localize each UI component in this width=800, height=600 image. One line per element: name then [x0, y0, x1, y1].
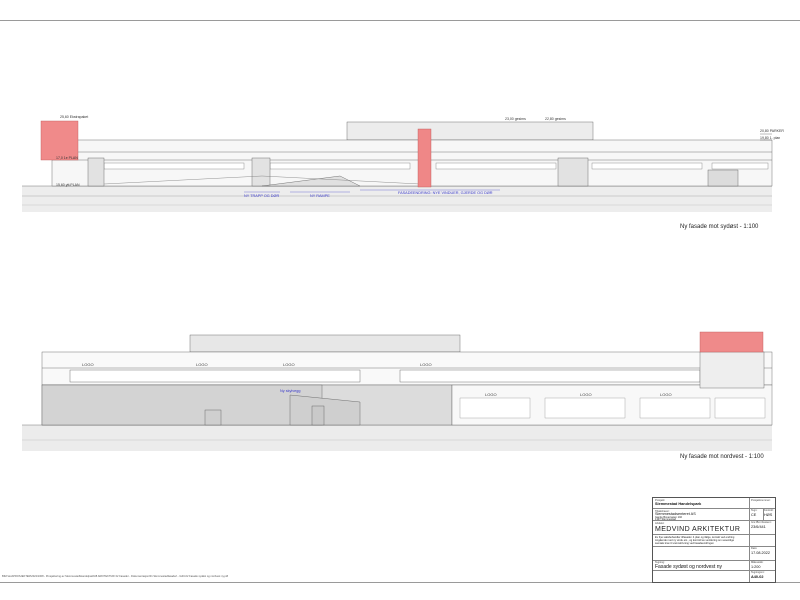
tb-gnr-label: Gnr./Bnr./Festenr.: [751, 521, 773, 524]
annotation-new-stair: NY TRAPP OG DØR [244, 194, 280, 198]
level-label-2: 22,80 gesims [545, 117, 566, 121]
sheet-top-line [0, 20, 800, 21]
tb-gnr: 23/6/441 [751, 525, 766, 529]
tb-project: Slemmestad Handelspark [655, 502, 702, 506]
tb-divider [653, 560, 775, 561]
tb-divider [653, 546, 775, 547]
file-path: BIM-Vest\PROSJEKTER\2022\1008 - Prosjekt… [2, 575, 229, 578]
tb-column-divider [763, 508, 764, 520]
tb-architect-logo: MEDVIND ARKITEKTUR [655, 526, 741, 533]
level-label-1: 23,00 gesims [505, 117, 526, 121]
tb-drawing-label: Tegning: [655, 561, 665, 564]
svg-text:LOGO: LOGO [196, 362, 208, 367]
tb-date-label: Dato: [751, 547, 758, 550]
tb-architect-label: Arkitekt: [655, 522, 665, 525]
tb-drawn: CE [751, 513, 757, 517]
tb-note-3: samtale krav til vannskrivning ved fasad… [655, 542, 714, 545]
southeast-elevation [22, 121, 773, 212]
tb-drawing-no: A40-02 [751, 575, 764, 579]
tb-drawn-label: Tegn: [751, 509, 758, 512]
title-block: Prosjekt: Slemmestad Handelspark Tiltaks… [652, 497, 776, 583]
sheet-bottom-line [0, 582, 800, 583]
svg-text:LOGO: LOGO [485, 392, 497, 397]
northwest-elevation [22, 334, 773, 451]
tb-checked-label: Kontroll: [764, 509, 774, 512]
tb-address-line1: Gamle Bovenveien 102 [655, 516, 682, 519]
tb-divider [653, 508, 775, 509]
tb-divider [653, 520, 775, 521]
tb-drawing-title: Fasade sydøst og nordvest ny [655, 564, 722, 570]
red-volume-left [40, 120, 79, 161]
svg-text:LOGO: LOGO [580, 392, 592, 397]
level-label-4: 19,80 1. plan [760, 136, 781, 140]
annotation-new-glass-wall: Ny skylvegg [280, 389, 301, 393]
svg-text:LOGO: LOGO [82, 362, 94, 367]
svg-text:LOGO: LOGO [420, 362, 432, 367]
level-label-6: 15,60 ytt.PLAN [56, 183, 80, 187]
svg-text:LOGO: LOGO [660, 392, 672, 397]
tb-note-1: Ev fine saksbehandler tilfasade i 4 plan… [655, 536, 735, 539]
svg-text:LOGO: LOGO [283, 362, 295, 367]
level-label-5: 17,0 1e PLAN [56, 156, 78, 160]
tb-proj-no-label: Prosjektnummer: [751, 499, 771, 502]
tb-address-line2: 1397 Slemmestad [655, 518, 676, 521]
red-volume-right [699, 331, 764, 353]
level-label-3: 20,80 PARKER [760, 129, 784, 133]
tb-scale-label: Målestokk: [751, 561, 764, 564]
tb-column-divider [749, 498, 750, 582]
tb-project-label: Prosjekt: [655, 499, 666, 502]
view-label-northwest: Ny fasade mot nordvest - 1:100 [680, 454, 764, 460]
tb-date: 17.08.2022 [751, 551, 771, 555]
red-column-center [417, 128, 432, 188]
tb-checked: HØS [764, 513, 773, 517]
tb-divider [653, 534, 775, 535]
annotation-facade-change: FASADEENDRING: NYE VINDUER, GJERDE OG DØ… [398, 191, 493, 195]
tb-client: Slemmestadsenteret AS [655, 512, 696, 516]
tb-client-label: Tiltakshaver: [655, 510, 670, 513]
logo-tags: LOGO LOGO LOGO LOGO LOGO LOGO LOGO [82, 362, 672, 397]
tb-divider [653, 570, 775, 571]
tb-note-2: Angående med ny vindu etc., og kontroll … [655, 539, 735, 542]
level-label-0: 25,60 Ekstrapaket [60, 115, 89, 119]
annotation-new-ramp: NY RAMPE [310, 194, 330, 198]
tb-drawing-no-label: Tegningsnr.: [751, 571, 765, 574]
view-label-southeast: Ny fasade mot sydøst - 1:100 [680, 224, 759, 230]
tb-scale: 1:200 [751, 565, 761, 569]
